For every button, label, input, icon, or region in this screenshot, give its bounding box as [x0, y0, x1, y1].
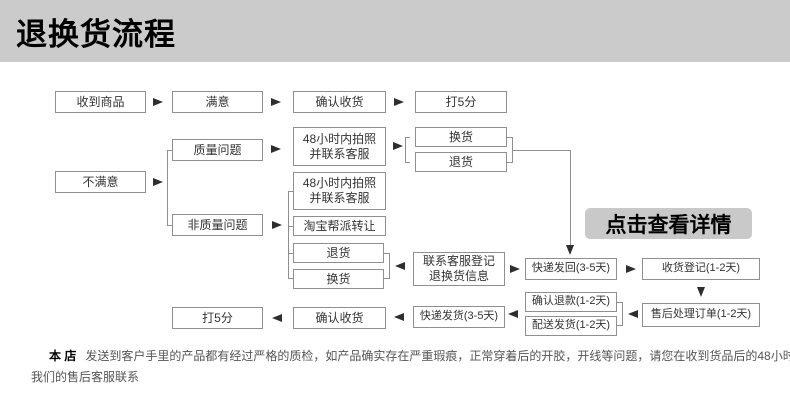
arrow-left-icon	[395, 262, 405, 270]
arrow-down-icon	[697, 287, 705, 297]
arrow-left-icon	[628, 310, 638, 318]
quality-choice-bracket-left	[405, 137, 410, 163]
arrow-right-icon	[510, 265, 520, 273]
arrow-right-icon	[394, 98, 404, 106]
arrow-right-icon	[153, 98, 163, 106]
arrow-down-icon	[566, 245, 574, 255]
arrow-right-icon	[393, 142, 403, 150]
connector-line	[570, 150, 571, 245]
arrow-left-icon	[508, 310, 518, 318]
flow-box-taobao-transfer: 淘宝帮派转让	[293, 216, 386, 236]
return-exchange-bracket	[384, 253, 390, 279]
flow-box-photo48-quality: 48小时内拍照 并联系客服	[293, 127, 386, 166]
note-line2: 我们的售后客服联系	[31, 370, 140, 384]
arrow-right-icon	[271, 98, 281, 106]
header: 退换货流程	[0, 0, 790, 62]
flow-box-exchange-quality: 换货	[415, 127, 507, 147]
flow-box-confirm-refund: 确认退款(1-2天)	[525, 292, 617, 312]
flow-box-rate5-bottom: 打5分	[172, 307, 263, 329]
flow-box-photo48-nonquality: 48小时内拍照 并联系客服	[293, 172, 386, 210]
flow-box-unsatisfied: 不满意	[55, 171, 146, 193]
flow-box-confirm-receipt-top: 确认收货	[293, 91, 386, 113]
flow-box-receipt-register: 收货登记(1-2天)	[642, 258, 760, 280]
bracket-stub	[288, 253, 293, 254]
split-bracket	[167, 150, 172, 226]
flow-box-contact-cs: 联系客服登记 退换货信息	[413, 252, 505, 286]
arrow-right-icon	[626, 265, 636, 273]
flow-box-quality-issue: 质量问题	[172, 139, 263, 161]
note-prefix: 本 店	[49, 349, 77, 363]
arrow-right-icon	[271, 145, 281, 153]
arrow-left-icon	[272, 314, 282, 322]
flow-box-express-back: 快递发回(3-5天)	[525, 258, 617, 280]
bracket-stub	[288, 226, 293, 227]
flow-box-exchange-nonquality: 换货	[293, 269, 384, 289]
connector-line	[513, 150, 570, 151]
flow-box-rate5-top: 打5分	[415, 91, 507, 113]
flow-box-received: 收到商品	[55, 91, 146, 113]
arrow-left-icon	[394, 313, 404, 321]
flow-box-satisfied: 满意	[172, 91, 263, 113]
flow-box-non-quality-issue: 非质量问题	[172, 214, 263, 236]
arrow-right-icon	[272, 221, 282, 229]
flow-box-return-quality: 退货	[415, 152, 507, 172]
note-line1-text: 发送到客户手里的产品都有经过严格的质检，如产品确实存在严重瑕痕，正常穿着后的开胶…	[85, 349, 790, 363]
quality-choice-bracket-right	[507, 137, 513, 163]
arrow-right-icon	[153, 178, 163, 186]
footer-note: 本 店发送到客户手里的产品都有经过严格的质检，如产品确实存在严重瑕痕，正常穿着后…	[31, 346, 790, 388]
non-quality-bracket	[288, 191, 293, 279]
flow-box-aftersales-order: 售后处理订单(1-2天)	[642, 303, 760, 327]
flow-box-express-send: 快递发货(3-5天)	[413, 306, 505, 328]
flow-box-return-nonquality: 退货	[293, 243, 384, 263]
refund-dispatch-bracket	[617, 302, 623, 326]
cta-button[interactable]: 点击查看详情	[585, 208, 752, 239]
note-line1: 本 店发送到客户手里的产品都有经过严格的质检，如产品确实存在严重瑕痕，正常穿着后…	[31, 346, 790, 367]
flow-box-confirm-receipt-bottom: 确认收货	[293, 307, 386, 329]
flow-box-dispatch-goods: 配送发货(1-2天)	[525, 316, 617, 336]
page-title: 退换货流程	[16, 17, 176, 52]
